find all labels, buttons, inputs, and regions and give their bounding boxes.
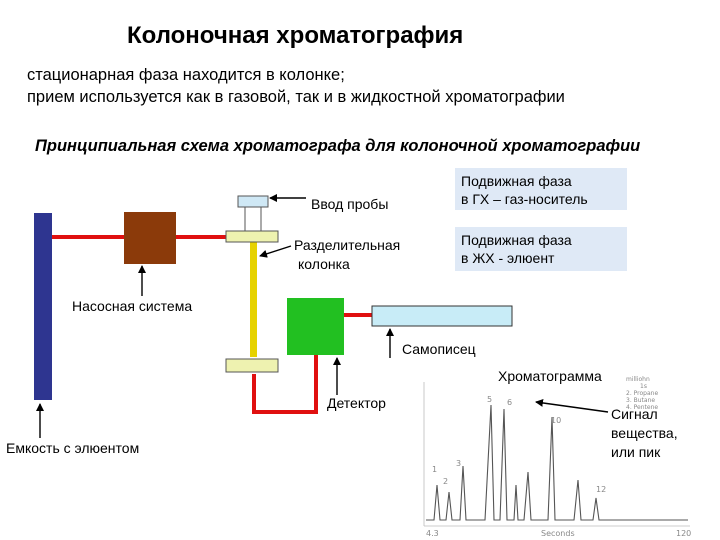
signal-label-line-3: или пик (611, 444, 661, 460)
column-arrow-icon (259, 245, 292, 258)
flow-tubing (52, 235, 372, 414)
gc-box-line-2: в ГХ – газ-носитель (461, 191, 588, 207)
chromatogram-legend-line: 1s (640, 383, 647, 390)
chromatogram-trace (426, 404, 688, 521)
eluent-reservoir (34, 213, 52, 400)
peak-label: 1 (432, 465, 437, 474)
peak-label: 12 (596, 485, 606, 494)
signal-arrow-icon (535, 399, 609, 413)
diagram-subtitle: Принципиальная схема хроматографа для ко… (35, 137, 641, 155)
signal-label-line-2: вещества, (611, 425, 678, 441)
gc-mobile-phase-box: Подвижная фаза в ГХ – газ-носитель (455, 168, 627, 210)
sample-input-label: Ввод пробы (311, 196, 389, 212)
gc-box-line-1: Подвижная фаза (461, 173, 572, 189)
intro-line-2: прием используется как в газовой, так и … (27, 88, 565, 106)
column-label-line-1: Разделительная (294, 237, 401, 253)
peak-label: 6 (507, 398, 512, 407)
signal-label-line-1: Сигнал (611, 406, 658, 422)
lc-box-line-1: Подвижная фаза (461, 232, 572, 248)
page-title: Колоночная хроматография (127, 22, 464, 49)
axis-left-label: 4.3 (426, 529, 439, 538)
chromatogram-label: Хроматограмма (498, 368, 602, 384)
peak-label: 10 (551, 416, 561, 425)
separation-column (250, 242, 257, 357)
axis-right-label: 120 (676, 529, 691, 538)
lc-box-line-2: в ЖХ - элюент (461, 250, 555, 266)
injector-body (244, 206, 262, 233)
chromatogram-legend-line: milliohn (626, 376, 650, 383)
chromatogram-legend-line: 4. Pentene (626, 404, 658, 411)
injector-cap (237, 195, 269, 208)
peak-label: 3 (456, 459, 461, 468)
detector (287, 298, 344, 355)
column-label-line-2: колонка (298, 256, 350, 272)
axis-mid-label: Seconds (541, 529, 575, 538)
chromatogram: 1 2 3 5 6 10 12 4.3 Seconds 120 milliohn… (423, 376, 691, 538)
pump-label: Насосная система (72, 298, 193, 314)
intro-line-1: стационарная фаза находится в колонке; (27, 66, 345, 84)
recorder (371, 305, 513, 327)
reservoir-label: Емкость с элюентом (6, 440, 140, 456)
chromatogram-legend-line: 3. Butane (626, 397, 655, 404)
recorder-label: Самописец (402, 341, 476, 357)
chromatogram-legend-line: 2. Propane (626, 390, 658, 397)
peak-label: 2 (443, 477, 448, 486)
column-outlet-fitting (225, 358, 279, 373)
lc-mobile-phase-box: Подвижная фаза в ЖХ - элюент (455, 227, 627, 271)
detector-label: Детектор (327, 395, 386, 411)
pump (124, 212, 176, 264)
column-inlet-fitting (225, 230, 279, 243)
peak-label: 5 (487, 395, 492, 404)
